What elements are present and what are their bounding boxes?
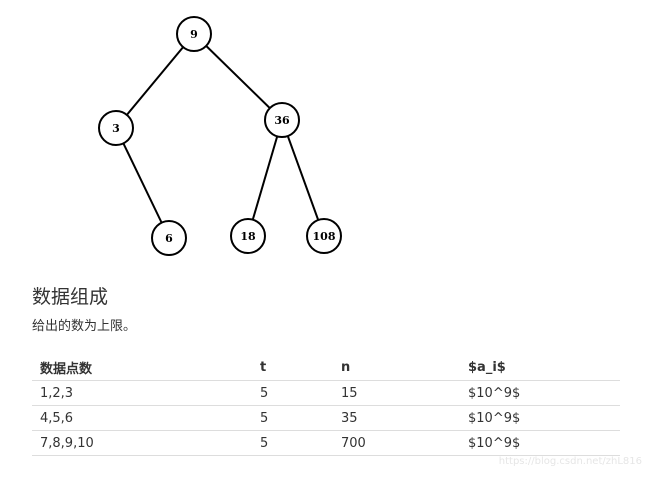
table-cell: $10^9$ <box>460 380 620 406</box>
section-title: 数据组成 <box>32 286 109 308</box>
tree-node-circle <box>230 218 266 254</box>
section-description: 给出的数为上限。 <box>32 319 137 334</box>
table-cell: 35 <box>333 405 460 431</box>
tree-node-label: 108 <box>313 230 336 243</box>
tree-node-label: 36 <box>274 114 290 127</box>
table-cell: 7,8,9,10 <box>32 430 252 456</box>
table-cell: 5 <box>252 380 333 406</box>
tree-node: 6 <box>151 220 187 256</box>
tree-node-circle <box>264 102 300 138</box>
header-n: n <box>333 354 460 381</box>
tree-node-circle <box>151 220 187 256</box>
data-table: 数据点数 t n $a_i$ 1,2,3 5 15 $10^9$ 4,5,6 5… <box>32 354 620 456</box>
tree-node: 18 <box>230 218 266 254</box>
tree-edge <box>281 119 325 237</box>
tree-node-label: 3 <box>112 122 120 135</box>
table-cell: 1,2,3 <box>32 380 252 406</box>
table-cell: $10^9$ <box>460 405 620 431</box>
header-data-points: 数据点数 <box>32 354 252 381</box>
tree-node: 36 <box>264 102 300 138</box>
table-cell: 5 <box>252 430 333 456</box>
binary-tree-diagram: 9 3 36 6 18 108 <box>98 16 342 256</box>
table-header-row: 数据点数 t n $a_i$ <box>32 354 620 381</box>
table-cell: 15 <box>333 380 460 406</box>
header-t: t <box>252 354 333 381</box>
tree-node-label: 6 <box>165 232 173 245</box>
tree-node: 108 <box>306 218 342 254</box>
tree-node: 3 <box>98 110 134 146</box>
tree-edge <box>193 33 283 121</box>
table-row: 7,8,9,10 5 700 $10^9$ <box>32 430 620 456</box>
tree-node-label: 9 <box>190 28 198 41</box>
table-row: 1,2,3 5 15 $10^9$ <box>32 380 620 406</box>
table-row: 4,5,6 5 35 $10^9$ <box>32 405 620 431</box>
table-cell: 5 <box>252 405 333 431</box>
table-cell: 700 <box>333 430 460 456</box>
header-ai: $a_i$ <box>460 354 620 381</box>
tree-edge <box>115 127 170 239</box>
tree-node-label: 18 <box>240 230 256 243</box>
tree-node-circle <box>98 110 134 146</box>
watermark: https://blog.csdn.net/zhL816 <box>498 456 642 467</box>
tree-edge <box>247 119 283 237</box>
tree-node-circle <box>306 218 342 254</box>
tree-node-circle <box>176 16 212 52</box>
table-cell: 4,5,6 <box>32 405 252 431</box>
table-cell: $10^9$ <box>460 430 620 456</box>
tree-edge <box>115 33 195 129</box>
tree-node: 9 <box>176 16 212 52</box>
